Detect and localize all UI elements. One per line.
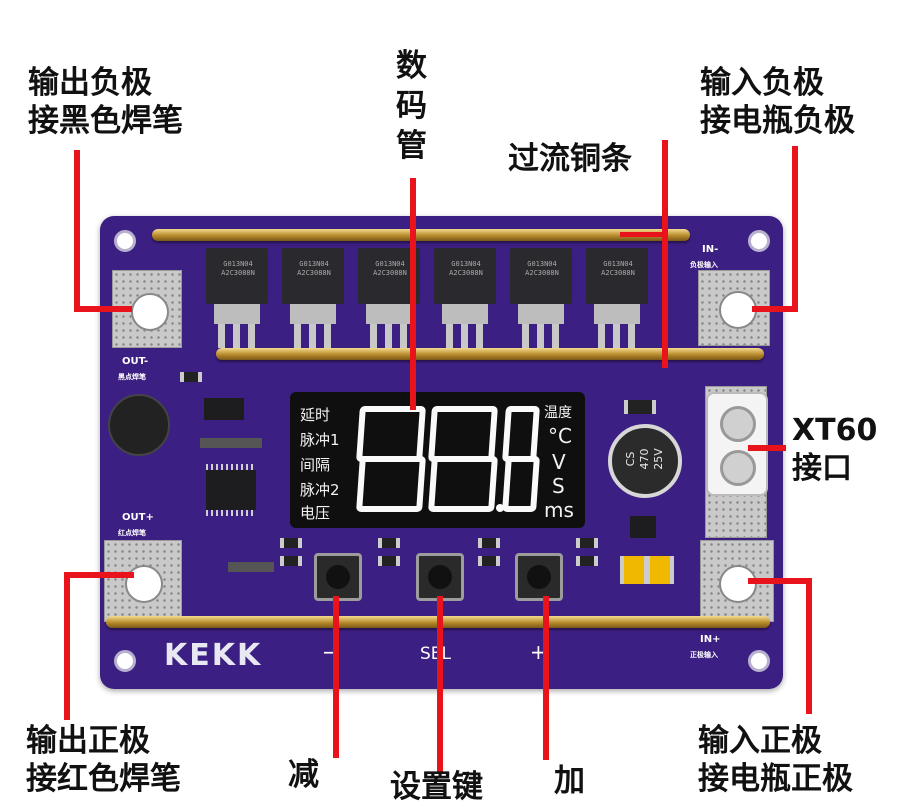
xt60-connector[interactable]	[706, 392, 768, 496]
callout-plus: 加	[554, 763, 585, 799]
optocoupler-chip	[204, 398, 244, 420]
mount-hole	[114, 230, 136, 252]
callout-digit-tube: 数 码 管	[396, 48, 427, 164]
mosfet: G013N04 A2C3088N	[206, 248, 268, 348]
callout-line-minus	[333, 596, 339, 758]
callout-line-out-neg-v	[74, 150, 80, 312]
callout-minus: 减	[288, 757, 319, 793]
silk-out-plus: OUT+	[122, 512, 154, 523]
silk-in-minus-sub: 负极输入	[690, 261, 718, 269]
callout-line-in-pos-h	[748, 578, 812, 584]
digit-3	[502, 406, 540, 512]
callout-line-copper-bar	[662, 140, 668, 368]
mosfet: G013N04 A2C3088N	[358, 248, 420, 348]
display-label-pulse1: 脉冲1	[300, 431, 340, 449]
callout-xt60: XT60 接口	[792, 413, 878, 486]
silk-in-plus-sub: 正极输入	[690, 651, 718, 659]
transistor	[630, 516, 656, 538]
silk-in-minus: IN-	[702, 244, 719, 255]
electrolytic-capacitor: CS 470 25V	[608, 424, 682, 498]
display-unit-volt: V	[552, 450, 566, 474]
mount-hole	[114, 650, 136, 672]
silk-out-minus-sub: 黑点焊笔	[118, 373, 146, 381]
callout-line-out-pos-h	[64, 572, 134, 578]
callout-line-sel	[437, 596, 443, 772]
callout-line-out-neg-h	[74, 306, 132, 312]
callout-line-xt60	[748, 445, 786, 451]
display-label-voltage: 电压	[300, 504, 331, 522]
mosfet: G013N04 A2C3088N	[282, 248, 344, 348]
brand-logo: KEKK	[164, 638, 263, 673]
diode	[624, 400, 656, 414]
display-label-temp: 温度	[544, 405, 572, 421]
decimal-point	[496, 504, 504, 512]
fuse	[620, 556, 648, 584]
plus-button[interactable]	[515, 553, 563, 601]
callout-line-in-neg-v	[792, 146, 798, 312]
mount-hole	[748, 230, 770, 252]
callout-line-in-neg-h	[752, 306, 798, 312]
callout-in-negative: 输入负极 接电瓶负极	[700, 65, 855, 139]
silk-out-minus: OUT-	[122, 356, 149, 367]
callout-line-in-pos-v	[806, 578, 812, 714]
callout-line-copper-bar-h	[620, 232, 666, 237]
mosfet: G013N04 A2C3088N	[510, 248, 572, 348]
buzzer	[108, 394, 170, 456]
mosfet: G013N04 A2C3088N	[586, 248, 648, 348]
mount-hole	[748, 650, 770, 672]
callout-line-digit-tube	[410, 178, 416, 410]
display-label-interval: 间隔	[300, 456, 331, 474]
silk-sel: SEL	[420, 644, 452, 664]
capacitor-label: CS 470 25V	[624, 448, 665, 470]
copper-bar-top	[152, 229, 690, 241]
resistor-array	[228, 562, 274, 572]
silk-in-plus: IN+	[700, 634, 721, 645]
fuse	[646, 556, 674, 584]
callout-set-key: 设置键	[390, 769, 483, 805]
silk-plus: +	[530, 640, 547, 664]
seven-segment-display: 延时 脉冲1 间隔 脉冲2 电压 温度 °C V S ms	[290, 392, 585, 528]
callout-in-positive: 输入正极 接电瓶正极	[698, 723, 853, 797]
callout-out-positive: 输出正极 接红色焊笔	[26, 723, 181, 797]
silk-out-plus-sub: 红点焊笔	[118, 529, 146, 537]
digit-1	[356, 406, 426, 512]
display-unit-ms: ms	[544, 498, 574, 522]
out-positive-pad[interactable]	[104, 540, 182, 622]
callout-out-negative: 输出负极 接黑色焊笔	[28, 65, 183, 139]
callout-line-out-pos-v	[64, 572, 70, 720]
display-label-pulse2: 脉冲2	[300, 481, 340, 499]
minus-button[interactable]	[314, 553, 362, 601]
display-label-delay: 延时	[300, 406, 331, 424]
digit-2	[428, 406, 498, 512]
copper-bar-middle	[216, 348, 764, 360]
display-unit-second: S	[552, 474, 565, 498]
mosfet: G013N04 A2C3088N	[434, 248, 496, 348]
sel-button[interactable]	[416, 553, 464, 601]
display-unit-celsius: °C	[548, 424, 572, 448]
callout-copper-bar: 过流铜条	[508, 141, 632, 177]
controller-chip	[206, 470, 256, 510]
resistor-array	[200, 438, 262, 448]
callout-line-plus	[543, 596, 549, 760]
